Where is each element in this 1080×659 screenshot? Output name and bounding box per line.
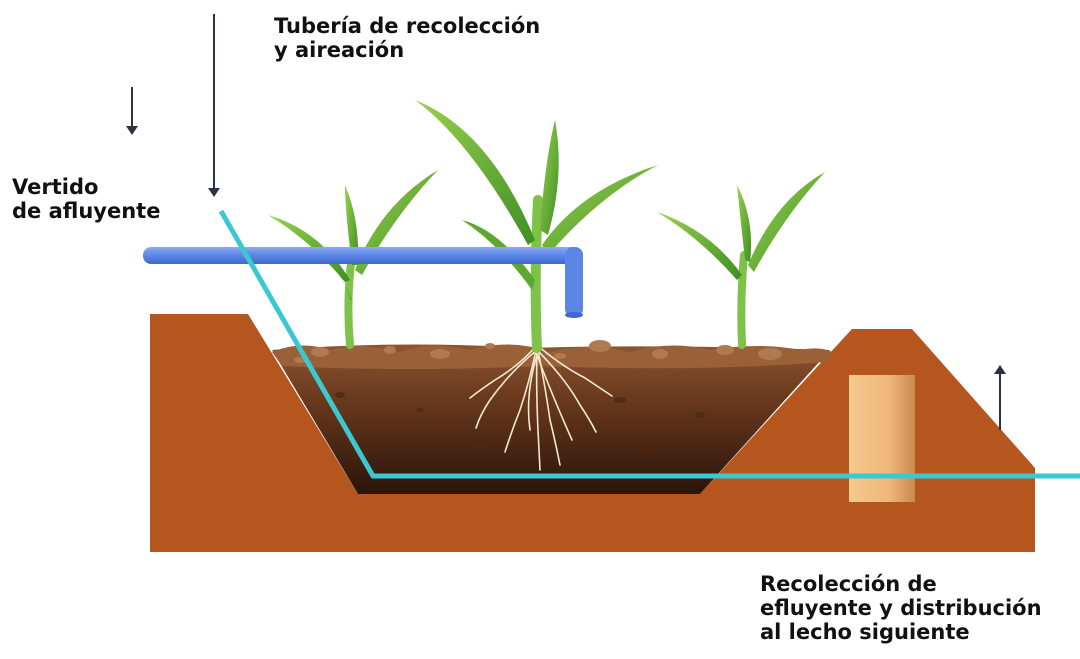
label-line: Tubería de recolección — [274, 14, 541, 38]
flow-line — [218, 209, 1080, 479]
down-arrow-icon — [208, 14, 220, 197]
plant-roots — [469, 344, 613, 471]
label-line: al lecho siguiente — [760, 620, 970, 644]
outlet-tube — [849, 375, 915, 502]
soil-dark-specks — [335, 392, 705, 452]
soil-pebbles — [294, 340, 782, 363]
label-line: Vertido — [12, 175, 99, 199]
collection-aeration-pipe-label: Tubería de recolección y aireación — [274, 14, 540, 62]
label-line: de afluyente — [12, 199, 161, 223]
label-line: Recolección de — [760, 572, 937, 596]
plant-right — [657, 172, 825, 349]
embankment — [150, 314, 1035, 552]
up-arrow-icon — [994, 365, 1006, 430]
down-arrow-icon — [126, 87, 138, 135]
label-line: efluyente y distribución — [760, 596, 1042, 620]
effluent-collection-label: Recolección de efluyente y distribución … — [760, 572, 1042, 644]
collection-aeration-pipe — [143, 247, 583, 318]
soil-bed — [272, 344, 830, 494]
inflow-discharge-label: Vertido de afluyente — [12, 175, 160, 223]
label-line: y aireación — [274, 38, 405, 62]
plant-center — [415, 100, 658, 353]
